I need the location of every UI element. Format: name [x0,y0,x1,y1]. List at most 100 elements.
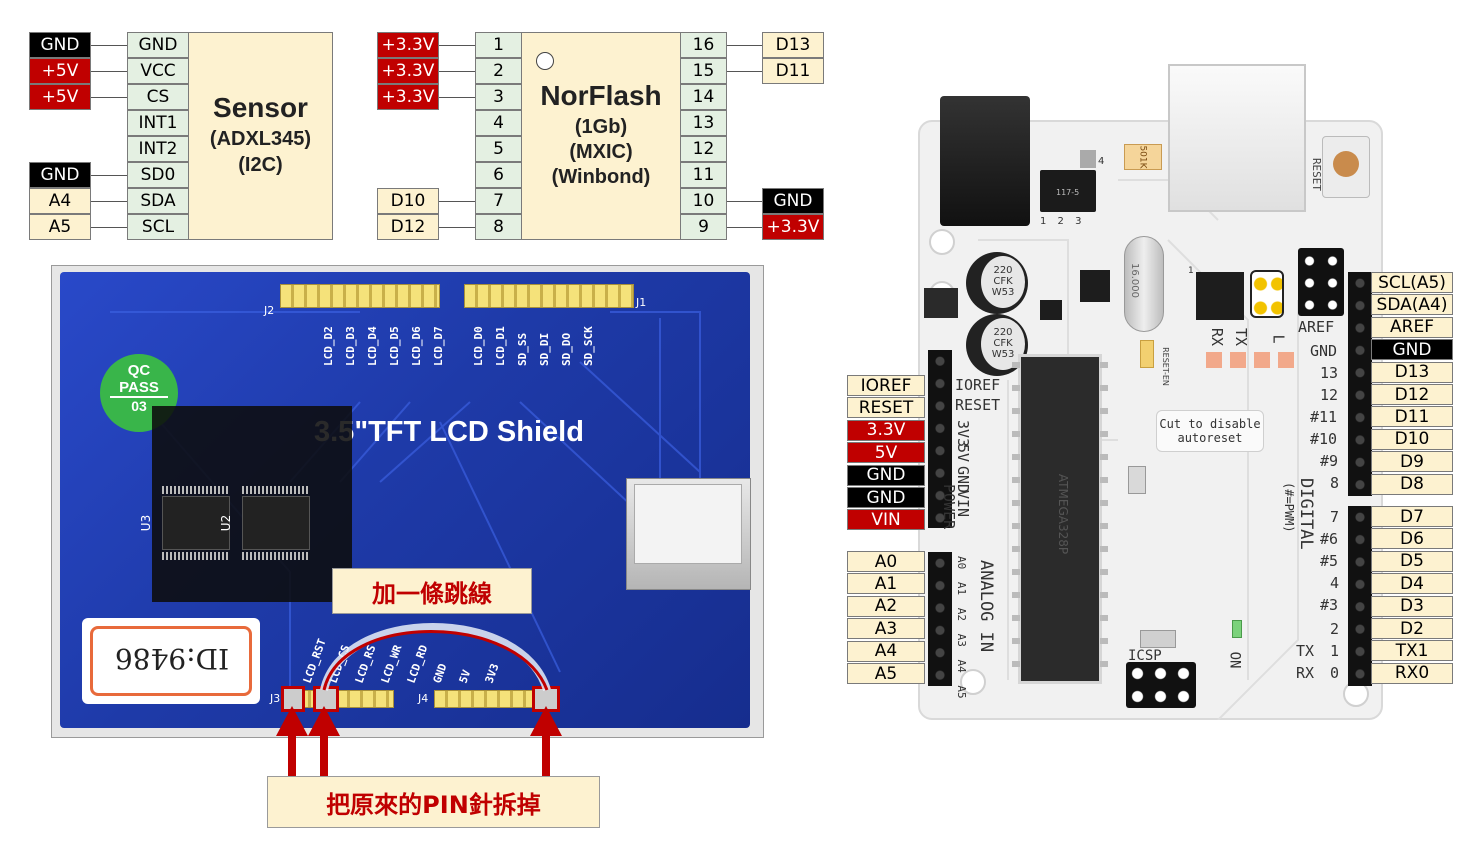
shield-pin-label-t-1: LCD_D3 [344,326,357,366]
small-chip-3 [1040,300,1062,320]
jumper-callout-text: 加一條跳線 [372,574,492,609]
shield-pin-label-t-5: LCD_D7 [432,326,445,366]
digital-pin-high-1: SDA(A4) [1371,294,1453,315]
header-j1 [464,284,634,308]
icsp-header-bottom [1126,662,1196,708]
board-digital-text-4: #11 [1310,408,1337,426]
sensor-wire-7 [91,227,127,228]
digital-pin-high-9: D8 [1371,474,1453,495]
remove-pin-arrows [270,700,570,780]
digital-pin-high-2: AREF [1371,317,1453,338]
norflash-right-wire-7 [727,227,762,228]
sensor-model: (ADXL345) [188,128,333,151]
digital-pin-high-8: D9 [1371,451,1453,472]
reset-button-cap[interactable] [1333,151,1359,177]
norflash-left-wire-0 [439,45,475,46]
norflash-right-conn-0: D13 [762,32,824,58]
label-j1: J1 [636,296,646,309]
sensor-pin-5: SD0 [127,162,189,188]
autoreset-note-1: Cut to disable [1157,417,1263,431]
norflash-right-conn-7: +3.3V [762,214,824,240]
small-chip-2: 1 [1196,272,1244,320]
shield-pin-label-t-7: LCD_D1 [494,326,507,366]
norflash-right-pin-5: 11 [680,162,727,188]
chip-u2 [242,496,310,550]
icsp-header-top [1298,248,1344,316]
norflash-left-conn-6: D10 [377,188,439,214]
power-group-label: POWER [940,484,958,529]
capacitor-1: 220 CFK W53 [966,252,1028,314]
reset-en-label: RESET-EN [1161,347,1170,386]
capacitor-1-face: 220 CFK W53 [981,256,1025,308]
jumper-wire [302,606,572,706]
norflash-left-pin-0: 1 [475,32,522,58]
analog-pin-2: A2 [847,596,925,617]
norflash-left-conn-1: +3.3V [377,58,439,84]
digital-group-label: DIGITAL [1296,478,1316,550]
norflash-capacity: (1Gb) [521,116,681,139]
digital-pin-low-7: RX0 [1371,663,1453,684]
remove-pin-callout: 把原來的PIN針拆掉 [267,776,600,828]
board-digital-text-16: RX [1296,664,1314,682]
shield-pin-label-t-8: SD_SS [516,333,529,366]
norflash-left-pin-3: 4 [475,110,522,136]
l-label: L [1270,334,1288,343]
remove-pin-callout-text: 把原來的PIN針拆掉 [326,785,541,820]
digital-pin-high-7: D10 [1371,429,1453,450]
sensor-title: Sensor [188,92,333,124]
sensor-bus: (I2C) [188,154,333,177]
autoreset-note-2: autoreset [1157,431,1263,445]
sensor-pin-1: VCC [127,58,189,84]
norflash-left-conn-2: +3.3V [377,84,439,110]
crystal-label: 16.000 [1129,263,1140,298]
norflash-right-wire-6 [727,201,762,202]
icsp-label: ICSP [1128,648,1162,664]
norflash-right-pin-0: 16 [680,32,727,58]
norflash-pin1-dot [536,52,554,70]
sensor-wire-1 [91,71,127,72]
norflash-left-pin-2: 3 [475,84,522,110]
board-power-text-0: IOREF [955,376,1000,394]
norflash-left-pin-1: 2 [475,58,522,84]
autoreset-note: Cut to disable autoreset [1156,410,1264,452]
digital-pin-high-6: D11 [1371,406,1453,427]
power-pin-6: VIN [847,509,925,530]
small-part-a [1140,630,1176,648]
board-digital-text-11: 4 [1330,574,1339,592]
board-digital-text-5: #10 [1310,430,1337,448]
regulator-pins-label: 1 2 3 [1040,216,1081,227]
norflash-left-wire-7 [439,227,475,228]
chip-u3-pins [162,486,230,494]
norflash-left-pin-7: 8 [475,214,522,240]
cap1-l1: 220 [981,265,1025,276]
sensor-pin-6: SDA [127,188,189,214]
reset-button[interactable] [1322,136,1370,198]
chip-u2-pins-b [242,552,310,560]
power-pin-2: 3.3V [847,420,925,441]
shield-pin-label-t-0: LCD_D2 [322,326,335,366]
sensor-conn-5: GND [29,162,91,188]
norflash-left-conn-7: D12 [377,214,439,240]
small-part-b [1128,466,1146,494]
top-pin-labels: LCD_D2LCD_D3LCD_D4LCD_D5LCD_D6LCD_D7LCD_… [322,312,652,382]
board-digital-text-3: 12 [1320,386,1338,404]
label-j2: J2 [264,304,274,317]
crystal-oscillator: 16.000 [1124,236,1164,332]
resistor-501k: 501K [1124,144,1162,170]
board-digital-text-8: 7 [1330,508,1339,526]
sensor-wire-5 [91,175,127,176]
digital-pin-low-4: D3 [1371,596,1453,617]
board-digital-text-12: #3 [1320,596,1338,614]
norflash-right-conn-6: GND [762,188,824,214]
sensor-pin-3: INT1 [127,110,189,136]
sensor-wire-2 [91,97,127,98]
shield-pin-label-t-6: LCD_D0 [472,326,485,366]
dc-jack [940,96,1030,226]
digital-header-low [1348,506,1372,686]
cap1-l3: W53 [981,287,1025,298]
shield-pin-label-t-3: LCD_D5 [388,326,401,366]
norflash-right-pin-1: 15 [680,58,727,84]
norflash-right-pin-4: 12 [680,136,727,162]
qc-line1: QC [100,362,178,379]
sensor-pin-4: INT2 [127,136,189,162]
